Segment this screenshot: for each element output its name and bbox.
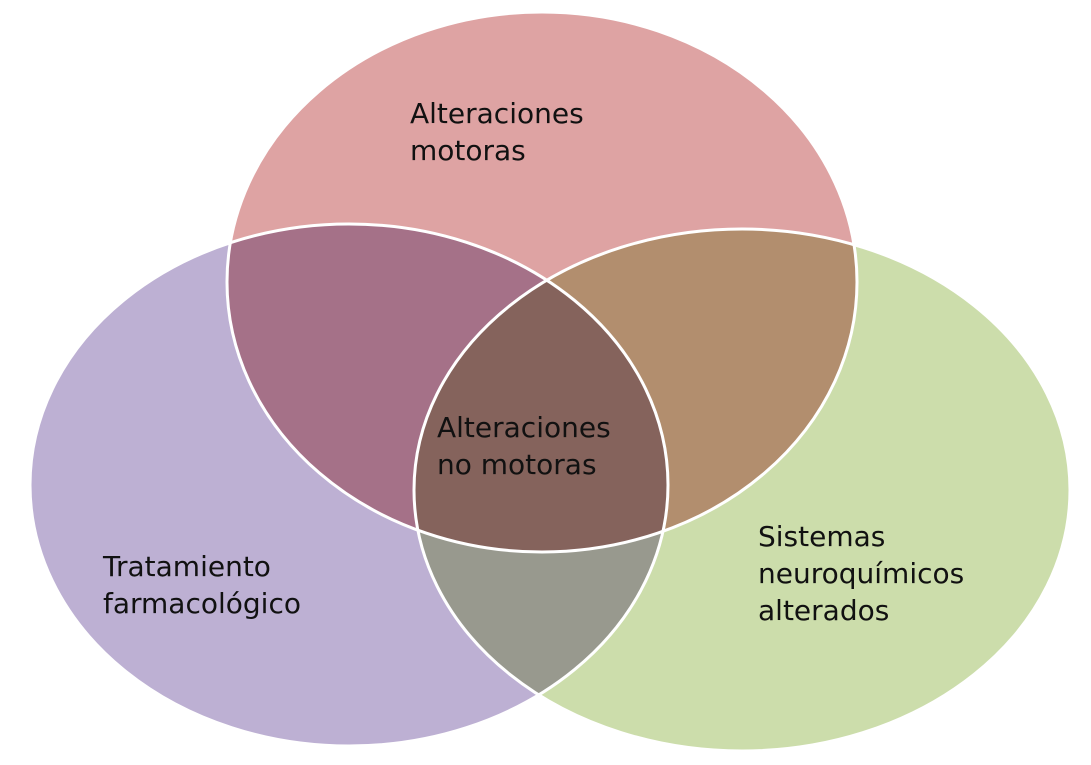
label-line: neuroquímicos — [758, 557, 965, 590]
label-line: Alteraciones — [410, 97, 584, 130]
label-line: Alteraciones — [437, 411, 611, 444]
label-tratamiento-farmacologico: Tratamiento farmacológico — [103, 548, 301, 622]
label-line: no motoras — [437, 448, 597, 481]
label-line: farmacológico — [103, 587, 301, 620]
label-line: Tratamiento — [103, 550, 271, 583]
label-alteraciones-motoras: Alteraciones motoras — [410, 95, 584, 169]
circle-outline — [412, 227, 1072, 753]
label-line: motoras — [410, 134, 526, 167]
label-sistemas-neuroquimicos: Sistemas neuroquímicos alterados — [758, 518, 964, 629]
circle-outline — [28, 222, 670, 748]
label-line: alterados — [758, 594, 890, 627]
label-alteraciones-no-motoras: Alteraciones no motoras — [437, 409, 611, 483]
circle-outline — [225, 10, 859, 554]
label-line: Sistemas — [758, 520, 886, 553]
